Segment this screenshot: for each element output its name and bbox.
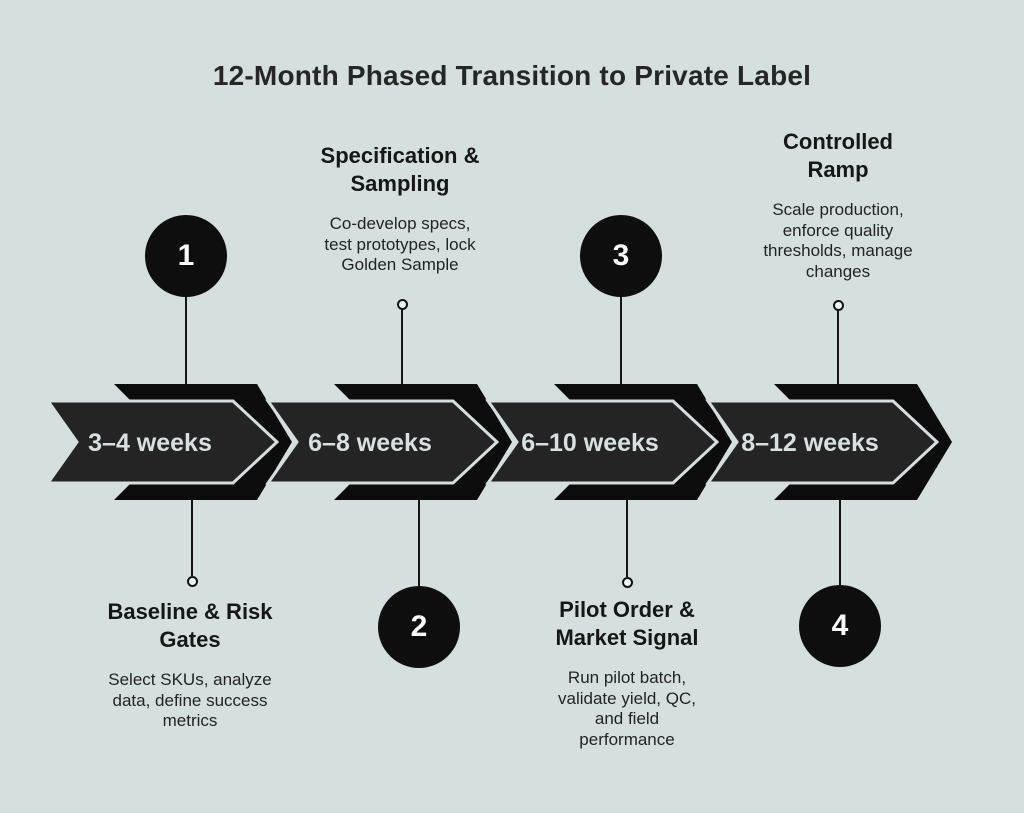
phase-4-description: Scale production, enforce quality thresh… xyxy=(763,200,913,281)
phase-4-arrow-body xyxy=(705,399,940,485)
phase-2-description: Co-develop specs, test prototypes, lock … xyxy=(324,214,476,274)
phase-2-number: 2 xyxy=(410,610,428,643)
phase-3-number: 3 xyxy=(612,239,630,272)
phase-4-number-badge: 4 xyxy=(799,585,881,667)
phase-3-description: Run pilot batch, validate yield, QC, and… xyxy=(558,668,696,749)
page-title: 12-Month Phased Transition to Private La… xyxy=(212,60,812,91)
phase-1-top-connector-line xyxy=(185,297,187,385)
phase-3-top-connector-line xyxy=(620,297,622,385)
phase-2-text-block: Specification & Sampling Co-develop spec… xyxy=(285,142,515,276)
phase-4-heading: Controlled Ramp xyxy=(783,129,893,182)
phase-3-bottom-connector-line xyxy=(626,499,628,577)
phase-1-arrow-body xyxy=(45,399,280,485)
phase-1-duration-label: 3–4 weeks xyxy=(88,429,212,457)
phase-2-arrow-body xyxy=(265,399,500,485)
phase-1-number-badge: 1 xyxy=(145,215,227,297)
phase-4-duration-label: 8–12 weeks xyxy=(741,429,879,457)
phase-3-arrow-body xyxy=(485,399,720,485)
phase-3-connector-dot xyxy=(622,577,633,588)
phase-1-bottom-connector-line xyxy=(191,499,193,576)
phase-4-number: 4 xyxy=(831,609,849,642)
phase-4-bottom-connector-line xyxy=(839,499,841,585)
phase-1-number: 1 xyxy=(177,239,195,272)
phase-2-heading: Specification & Sampling xyxy=(320,143,480,196)
phase-4-top-connector-line xyxy=(837,310,839,385)
phase-4-text-block: Controlled Ramp Scale production, enforc… xyxy=(723,128,953,282)
phase-3-duration-label: 6–10 weeks xyxy=(521,429,659,457)
phase-1-text-block: Baseline & Risk Gates Select SKUs, analy… xyxy=(75,598,305,732)
phase-1-description: Select SKUs, analyze data, define succes… xyxy=(108,670,272,730)
phase-3-text-block: Pilot Order & Market Signal Run pilot ba… xyxy=(512,596,742,750)
phase-1-heading: Baseline & Risk Gates xyxy=(107,599,273,652)
phase-4-arrow: 8–12 weeks xyxy=(705,384,952,500)
phase-2-duration-label: 6–8 weeks xyxy=(308,429,432,457)
phase-3-heading: Pilot Order & Market Signal xyxy=(555,597,699,650)
phase-2-number-badge: 2 xyxy=(378,586,460,668)
phase-2-arrow: 6–8 weeks xyxy=(265,384,512,500)
phase-3-number-badge: 3 xyxy=(580,215,662,297)
phase-3-arrow: 6–10 weeks xyxy=(485,384,732,500)
phase-1-arrow: 3–4 weeks xyxy=(45,384,292,500)
phase-1-connector-dot xyxy=(187,576,198,587)
phase-2-bottom-connector-line xyxy=(418,499,420,586)
phase-2-top-connector-line xyxy=(401,309,403,385)
